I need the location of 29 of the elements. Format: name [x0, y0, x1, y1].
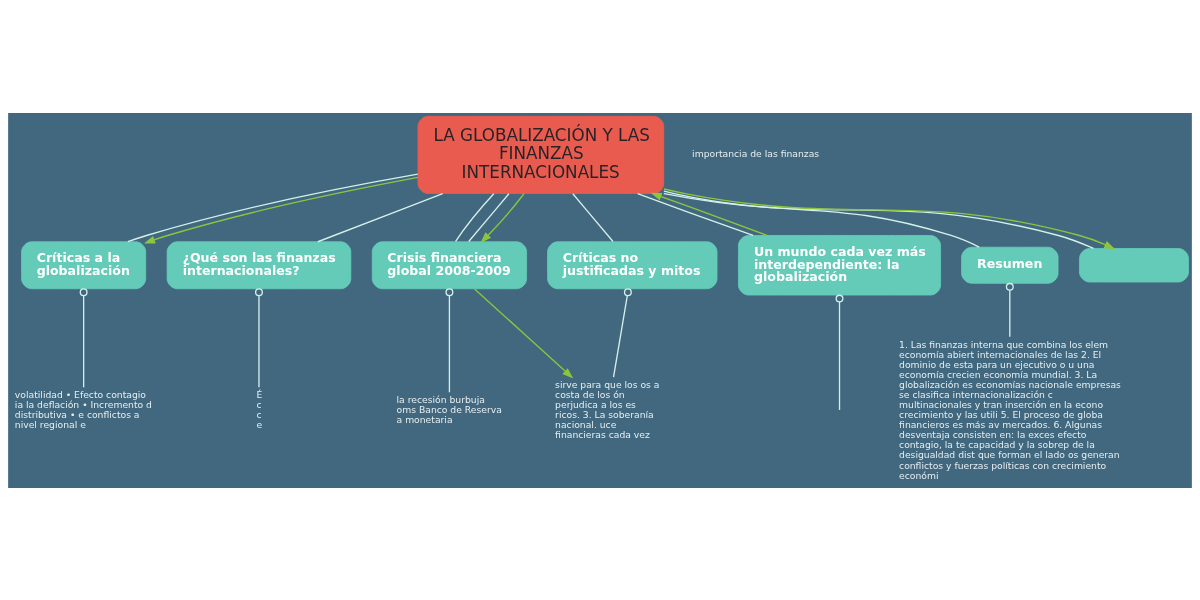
node-box: Resumen: [961, 246, 1059, 284]
connector: [663, 190, 980, 248]
node-box: Crisis financiera global 2008-2009: [371, 240, 527, 289]
connector: [637, 192, 754, 236]
connector: [317, 192, 444, 242]
connector: [254, 287, 263, 388]
connector: [468, 192, 510, 242]
connector: [445, 287, 454, 393]
arrow: [650, 192, 768, 236]
connector: [572, 192, 614, 242]
node-box: Críticas no justificadas y mitos: [547, 240, 718, 289]
arrow: [480, 192, 525, 243]
node-text: 1. Las finanzas interna que combina los elem economía abiert internacionales de las 2. El dominio de esta para un ejecutivo o u una economía crecien economía mundial. 3. La globalización es economías nacionale empresas se clasifica internacionalización c multinacionales y tran inserción en la econo crecimiento y las utili 5. El proceso de globa financieros es más av mercados. 6. Algunas desventaja consisten en: la exces efecto contagio, la te capacidad y la sobrep de la desigualdad dist que forman el lado os generan conflictos y fuerzas políticas con crecimiento económi: [899, 338, 1121, 481]
connector: [612, 287, 632, 378]
node-box: ¿Qué son las finanzas internacionales?: [166, 240, 352, 289]
connector: [1005, 282, 1014, 337]
label: importancia de las finanzas: [692, 147, 820, 159]
connector: [838, 300, 841, 411]
node-text: sirve para que los os a costa de los ón perjudica a los es ricos. 3. La soberanía nacional. uce financieras cada vez: [555, 378, 660, 440]
connector: [79, 287, 88, 388]
connector: [454, 192, 495, 242]
node-box: Críticas a la globalización: [21, 240, 147, 289]
node-text: volatilidad • Efecto contagio ia la deflación • Incremento d distributiva • e conflictos a nivel regional e: [14, 388, 152, 430]
arrow: [473, 287, 574, 378]
node-box: LA GLOBALIZACIÓN Y LAS FINANZAS INTERNACIONALES: [417, 115, 665, 194]
node-box: Un mundo cada vez más interdependiente: la globalización: [738, 234, 941, 295]
node-text: É c c e: [256, 388, 263, 430]
node-box: [1079, 247, 1189, 282]
node-text: la recesión burbuja oms Banco de Reserva a monetaria: [396, 393, 502, 425]
